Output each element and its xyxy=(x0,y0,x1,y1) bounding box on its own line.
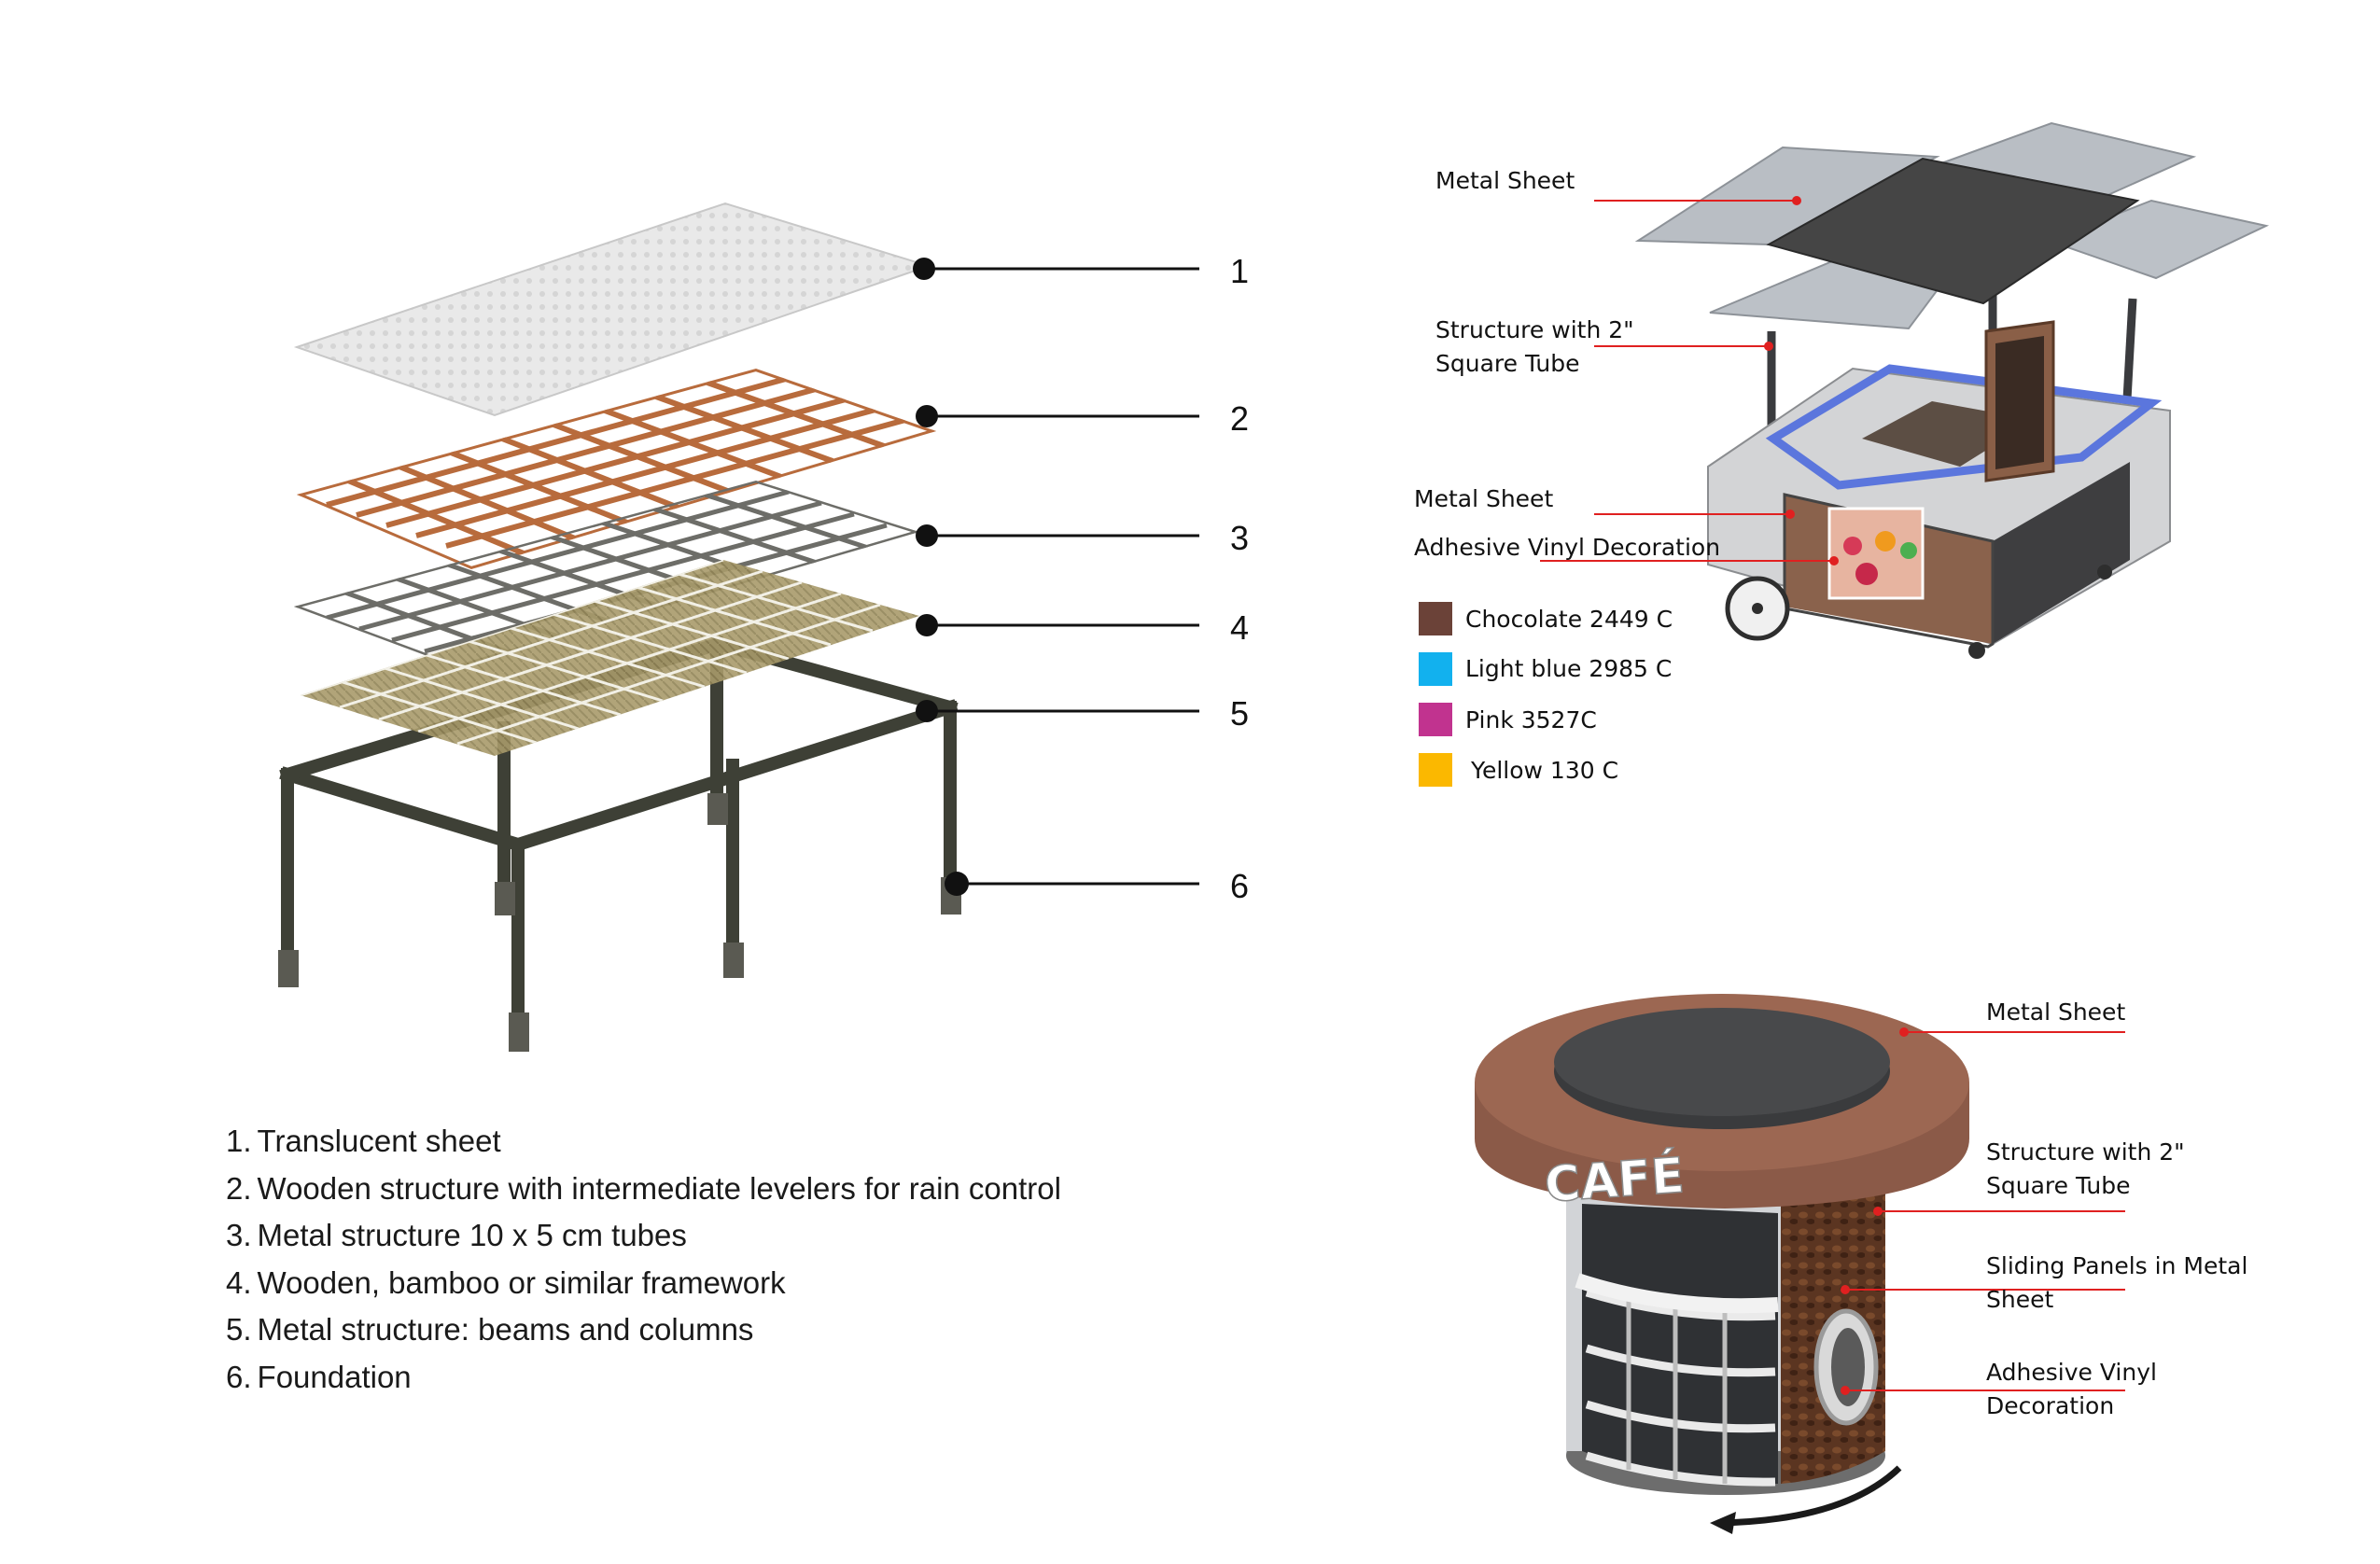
pergola-legend: 1.Translucent sheet 2.Wooden structure w… xyxy=(226,1118,1067,1401)
callout-number-4: 4 xyxy=(1230,608,1249,647)
foundation-layer xyxy=(278,793,961,1052)
swatch-light-blue xyxy=(1419,652,1452,686)
callout-number-6: 6 xyxy=(1230,867,1249,905)
legend-number: 6. xyxy=(226,1359,252,1394)
swatch-pink xyxy=(1419,703,1452,736)
legend-text: Wooden, bamboo or similar framework xyxy=(257,1264,786,1300)
legend-text: Foundation xyxy=(257,1359,412,1394)
wooden-structure-layer xyxy=(297,369,936,569)
kiosk-label-structure-line2: Square Tube xyxy=(1986,1172,2131,1199)
cart-illustration xyxy=(1634,121,2270,659)
color-swatch-legend: Chocolate 2449 C Light blue 2985 C Pink … xyxy=(1419,602,1673,787)
legend-text: Translucent sheet xyxy=(257,1124,501,1158)
callout-number-3: 3 xyxy=(1230,519,1249,557)
kiosk-label-sliding-line2: Sheet xyxy=(1986,1286,2053,1313)
rotation-arrow-icon xyxy=(1716,1465,1902,1527)
kiosk-label-vinyl-line1: Adhesive Vinyl xyxy=(1986,1359,2157,1386)
legend-text: Metal structure: beams and columns xyxy=(257,1312,754,1347)
kiosk-label-structure-line1: Structure with 2" xyxy=(1986,1138,2185,1166)
cart-roof-panel xyxy=(1766,157,2140,305)
legend-number: 3. xyxy=(226,1218,252,1252)
swatch-label-chocolate: Chocolate 2449 C xyxy=(1465,606,1673,633)
kiosk-leader-dots xyxy=(1841,1027,1909,1395)
cart-label-vinyl: Adhesive Vinyl Decoration xyxy=(1414,534,1720,561)
callout-number-5: 5 xyxy=(1230,694,1249,733)
pergola-callout-dots xyxy=(913,258,969,896)
cart-label-structure-line1: Structure with 2" xyxy=(1435,316,1634,343)
pergola-illustration: 1 2 3 4 5 6 xyxy=(278,202,1249,1052)
translucent-sheet-layer xyxy=(293,202,932,417)
pergola-callouts xyxy=(924,267,1199,886)
swatch-label-yellow: Yellow 130 C xyxy=(1470,757,1618,784)
swatch-label-pink: Pink 3527C xyxy=(1465,706,1597,733)
cart-leaders xyxy=(1540,200,1834,562)
cart-label-metal-sheet-counter: Metal Sheet xyxy=(1414,485,1553,512)
legend-text: Metal structure 10 x 5 cm tubes xyxy=(257,1218,687,1252)
callout-number-2: 2 xyxy=(1230,399,1249,438)
swatch-label-light-blue: Light blue 2985 C xyxy=(1465,655,1672,682)
legend-text: Wooden structure with intermediate level… xyxy=(257,1170,1061,1206)
cart-label-structure-line2: Square Tube xyxy=(1435,350,1580,377)
legend-number: 5. xyxy=(226,1312,252,1347)
swatch-yellow xyxy=(1419,753,1452,787)
swatch-chocolate xyxy=(1419,602,1452,635)
legend-item: 3.Metal structure 10 x 5 cm tubes xyxy=(226,1212,1067,1260)
legend-item: 1.Translucent sheet xyxy=(226,1118,1067,1166)
legend-item: 2.Wooden structure with intermediate lev… xyxy=(226,1166,1067,1213)
kiosk-label-metal-sheet: Metal Sheet xyxy=(1986,998,2125,1026)
kiosk-label-vinyl-line2: Decoration xyxy=(1986,1392,2114,1419)
kiosk-label-sliding-line1: Sliding Panels in Metal xyxy=(1986,1252,2247,1279)
cart-blue-trim xyxy=(1765,364,2163,490)
kiosk-leaders xyxy=(1845,1031,2125,1391)
legend-item: 6.Foundation xyxy=(226,1354,1067,1402)
cart-leader-dots xyxy=(1764,196,1839,566)
legend-number: 1. xyxy=(226,1124,252,1158)
legend-number: 4. xyxy=(226,1264,252,1300)
legend-item: 5.Metal structure: beams and columns xyxy=(226,1306,1067,1354)
kiosk-cafe-sign: CAFÉ xyxy=(1543,1147,1686,1213)
legend-item: 4.Wooden, bamboo or similar framework xyxy=(226,1260,1067,1307)
legend-number: 2. xyxy=(226,1170,252,1206)
cart-label-metal-sheet-top: Metal Sheet xyxy=(1435,167,1575,194)
kiosk-illustration: CAFÉ xyxy=(1475,994,1969,1534)
callout-number-1: 1 xyxy=(1230,252,1249,290)
